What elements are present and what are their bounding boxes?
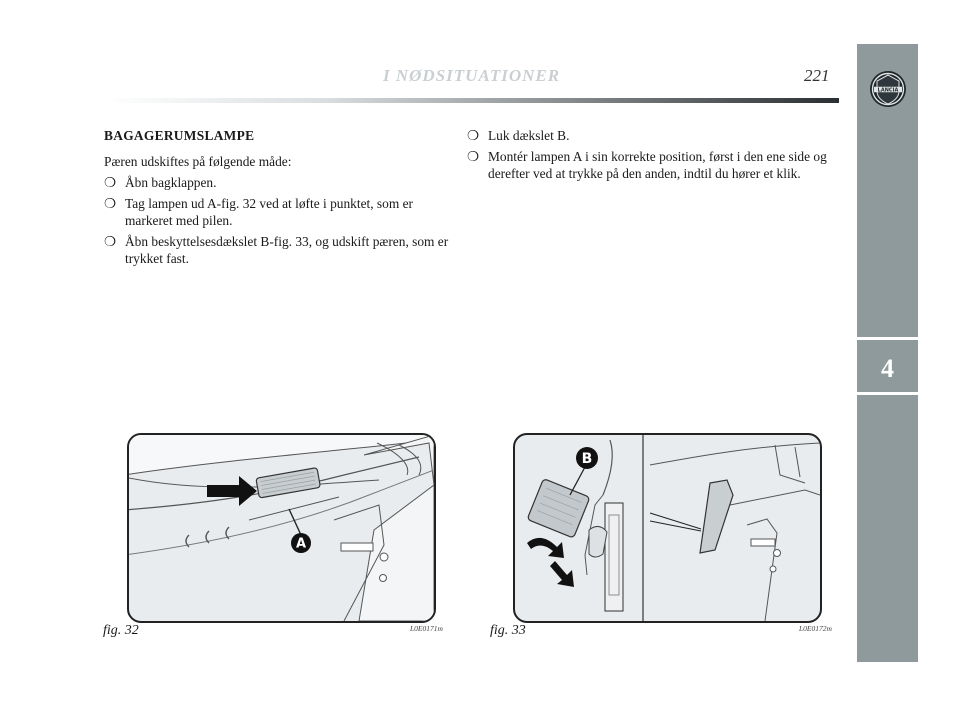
- bullet-icon: ❍: [467, 149, 480, 164]
- bullet-icon: ❍: [104, 175, 117, 190]
- list-item-text: Åbn beskyttelsesdækslet B-fig. 33, og ud…: [125, 234, 449, 266]
- sidebar-divider: [857, 392, 918, 395]
- bullet-icon: ❍: [104, 234, 117, 249]
- chapter-number: 4: [881, 354, 894, 383]
- list-item: ❍ Åbn beskyttelsesdækslet B-fig. 33, og …: [104, 233, 456, 267]
- figure-caption: fig. 33: [490, 623, 526, 638]
- bullet-icon: ❍: [104, 196, 117, 211]
- section-heading: BAGAGERUMSLAMPE: [104, 128, 255, 143]
- callout-label: B: [582, 451, 593, 467]
- callout-label: A: [296, 537, 306, 552]
- logo-text: LANCIA: [878, 88, 899, 94]
- figure-code: L0E0172m: [799, 624, 832, 633]
- sidebar-divider: [857, 337, 918, 340]
- lamp-cover-drawing: B: [527, 435, 820, 621]
- intro-text: Pæren udskiftes på følgende måde:: [104, 154, 292, 169]
- list-item-text: Montér lampen A i sin korrekte position,…: [488, 149, 827, 181]
- left-column: BAGAGERUMSLAMPE Pæren udskiftes på følge…: [104, 127, 456, 271]
- list-item: ❍ Montér lampen A i sin korrekte positio…: [467, 148, 835, 182]
- list-item-text: Tag lampen ud A-fig. 32 ved at løfte i p…: [125, 196, 414, 228]
- lancia-logo-icon: LANCIA: [870, 71, 906, 107]
- list-item: ❍ Luk dækslet B.: [467, 127, 835, 144]
- figure-33-illustration: B: [513, 433, 822, 623]
- list-item-text: Luk dækslet B.: [488, 128, 570, 143]
- header-rule: [104, 98, 839, 103]
- list-item: ❍ Tag lampen ud A-fig. 32 ved at løfte i…: [104, 195, 456, 229]
- page-number: 221: [804, 66, 830, 85]
- list-item: ❍ Åbn bagklappen.: [104, 174, 456, 191]
- right-column: ❍ Luk dækslet B. ❍ Montér lampen A i sin…: [467, 127, 835, 186]
- figure-caption: fig. 32: [103, 623, 139, 638]
- list-item-text: Åbn bagklappen.: [125, 175, 217, 190]
- chapter-sidebar: [857, 44, 918, 662]
- bullet-icon: ❍: [467, 128, 480, 143]
- figure-32-illustration: A: [127, 433, 436, 623]
- chapter-title: I NØDSITUATIONER: [383, 66, 561, 85]
- figure-code: L0E0171m: [410, 624, 443, 633]
- tailgate-lamp-drawing: A: [129, 435, 434, 621]
